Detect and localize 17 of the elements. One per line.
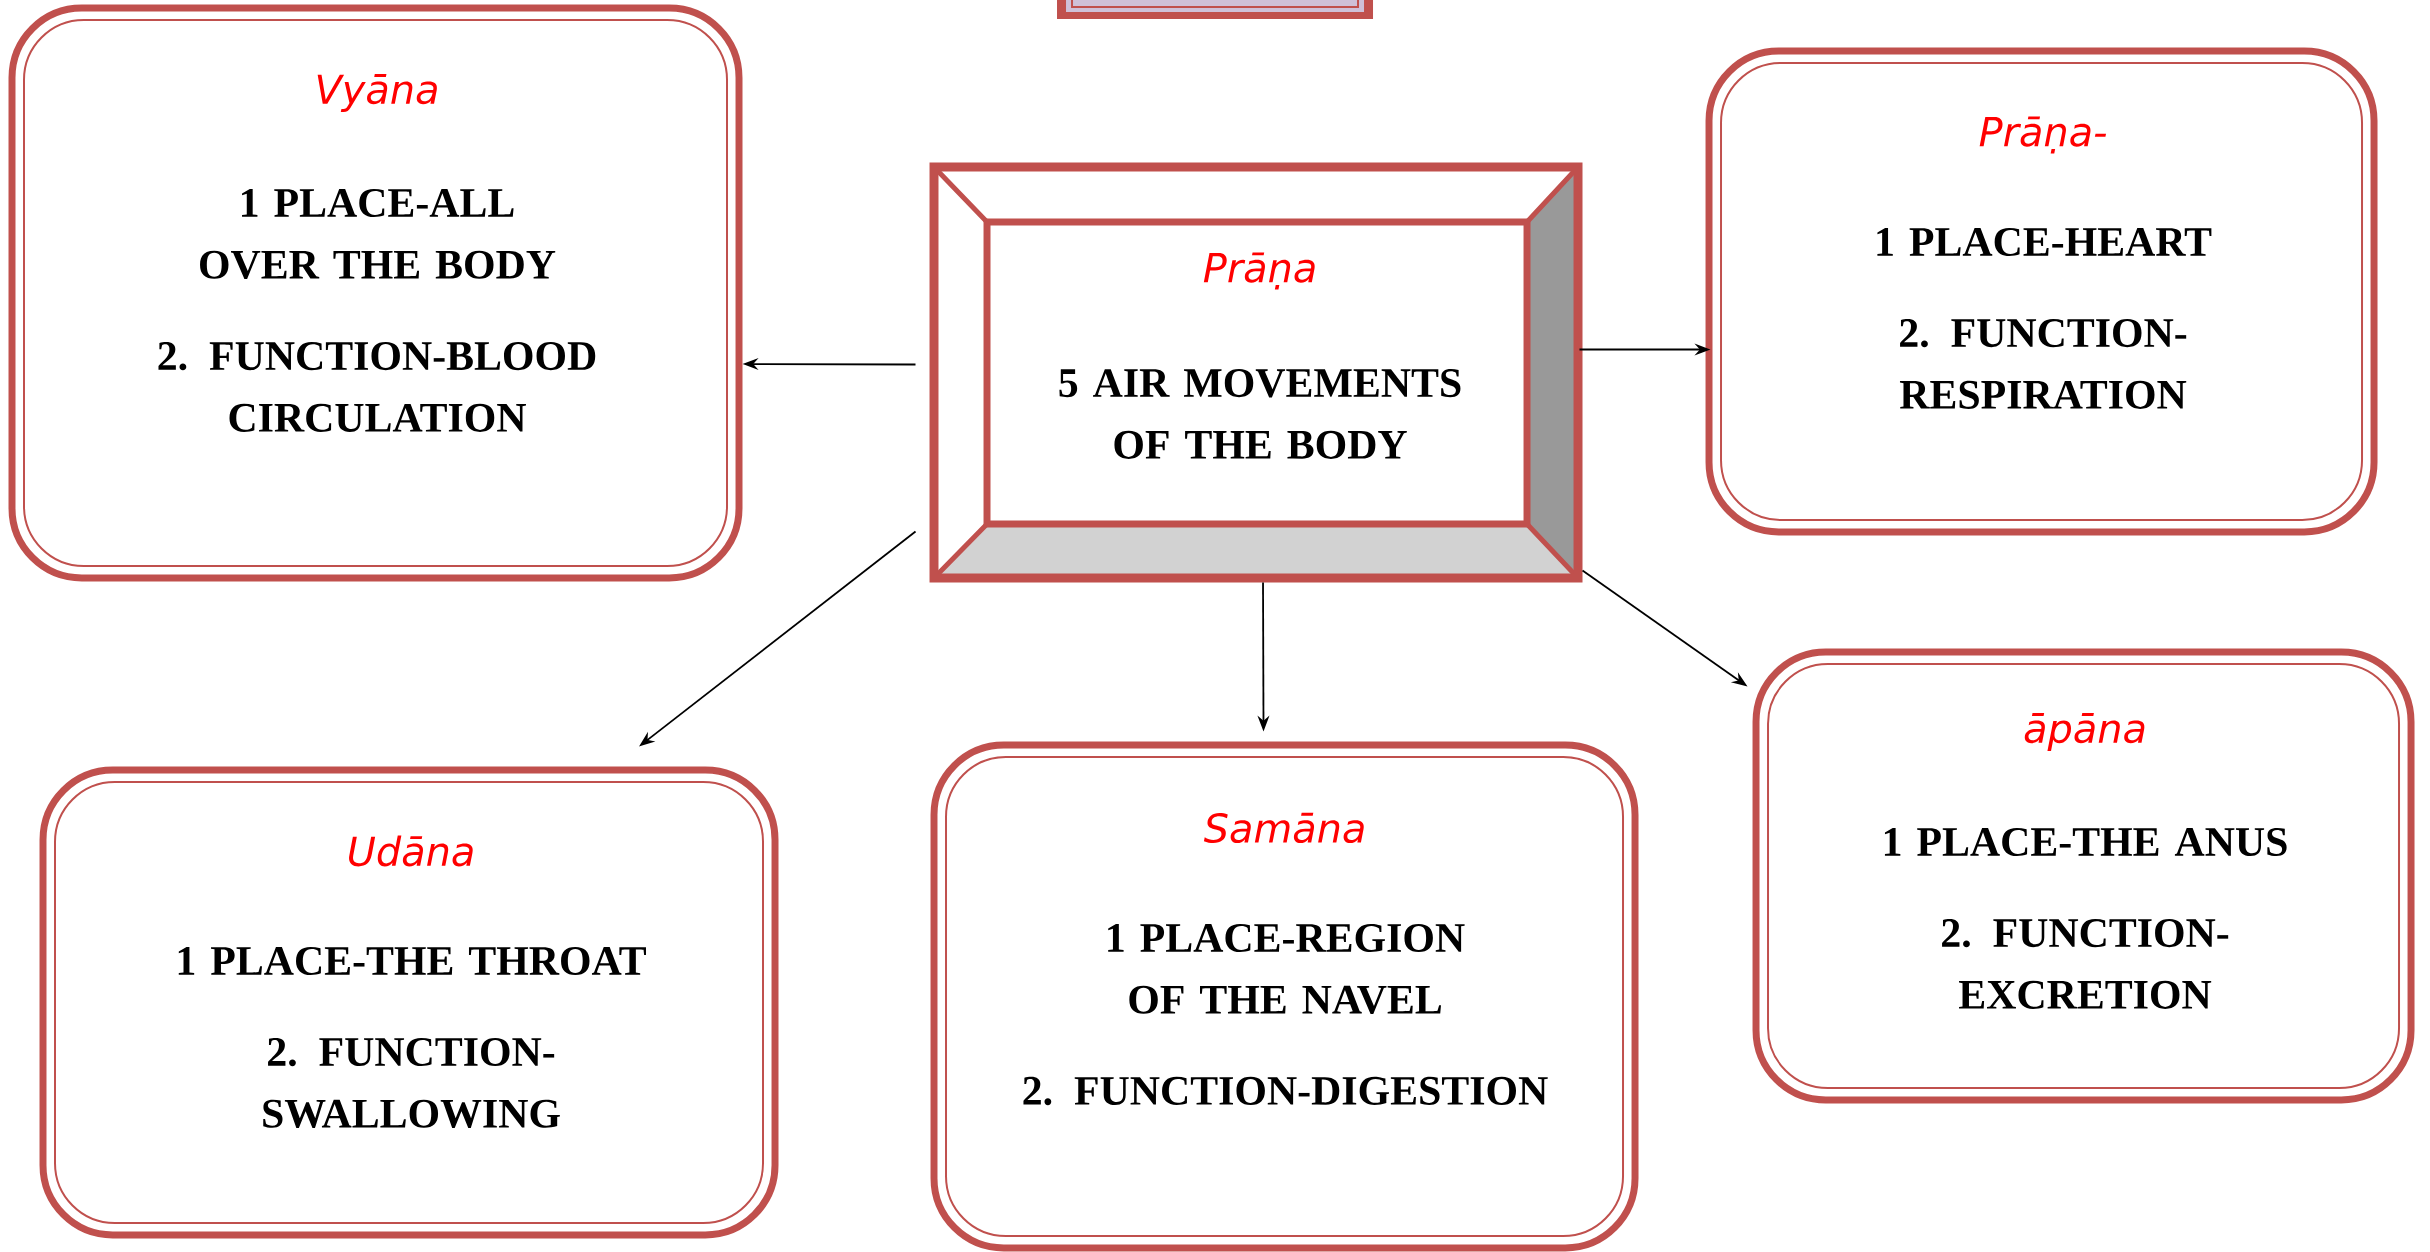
heading: Vyāna	[317, 74, 437, 112]
body-text: 5 AIR MOVEMENTS OF THE BODY	[1059, 369, 1461, 459]
body-text: 2. FUNCTION-SWALLOWING	[263, 1037, 560, 1129]
heading: Prāṇa	[1203, 252, 1315, 290]
body-text: 1 PLACE-REGION OF THE NAVEL	[1108, 923, 1465, 1015]
heading: Udāna	[349, 835, 473, 867]
heading: Prāṇa-	[1979, 116, 2107, 154]
body-text: 2. FUNCTION-BLOOD CIRCULATION	[158, 342, 596, 432]
heading: Samāna	[1203, 812, 1364, 844]
body-text: 2. FUNCTION-RESPIRATION	[1900, 319, 2187, 409]
body-text: 1 PLACE-HEART	[1877, 227, 2212, 257]
body-text: 2. FUNCTION-DIGESTION	[1023, 1076, 1548, 1106]
body-text: 1 PLACE-ALL OVER THE BODY	[200, 188, 556, 280]
body-text: 1 PLACE-THE THROAT	[178, 946, 646, 976]
body-text: 2. FUNCTION-EXCRETION	[1942, 919, 2229, 1009]
heading: āpāna	[2024, 713, 2145, 751]
body-text: 1 PLACE-THE ANUS	[1884, 827, 2287, 857]
